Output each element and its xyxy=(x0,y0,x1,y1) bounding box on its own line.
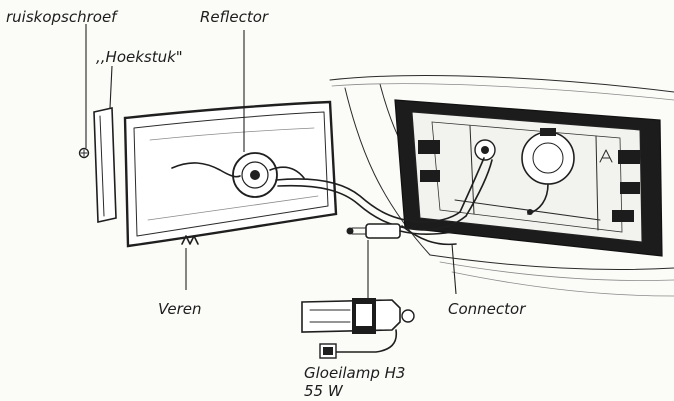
label-springs: Veren xyxy=(158,300,202,318)
label-screw: ruiskopschroef xyxy=(6,8,119,26)
label-corner-piece: ,,Hoekstuk" xyxy=(96,48,183,66)
leader-lines xyxy=(85,24,457,300)
label-connector: Connector xyxy=(448,300,526,318)
screw xyxy=(78,147,90,159)
label-bulb-power: 55 W xyxy=(304,382,344,400)
wiring-harness xyxy=(275,157,493,246)
reflector xyxy=(123,100,338,248)
headlamp-housing xyxy=(394,99,663,257)
corner-piece xyxy=(93,107,117,223)
h3-bulb xyxy=(301,298,415,359)
label-reflector: Reflector xyxy=(200,8,269,26)
label-bulb-type: Gloeilamp H3 xyxy=(304,364,405,382)
car-body-outline xyxy=(329,75,674,297)
